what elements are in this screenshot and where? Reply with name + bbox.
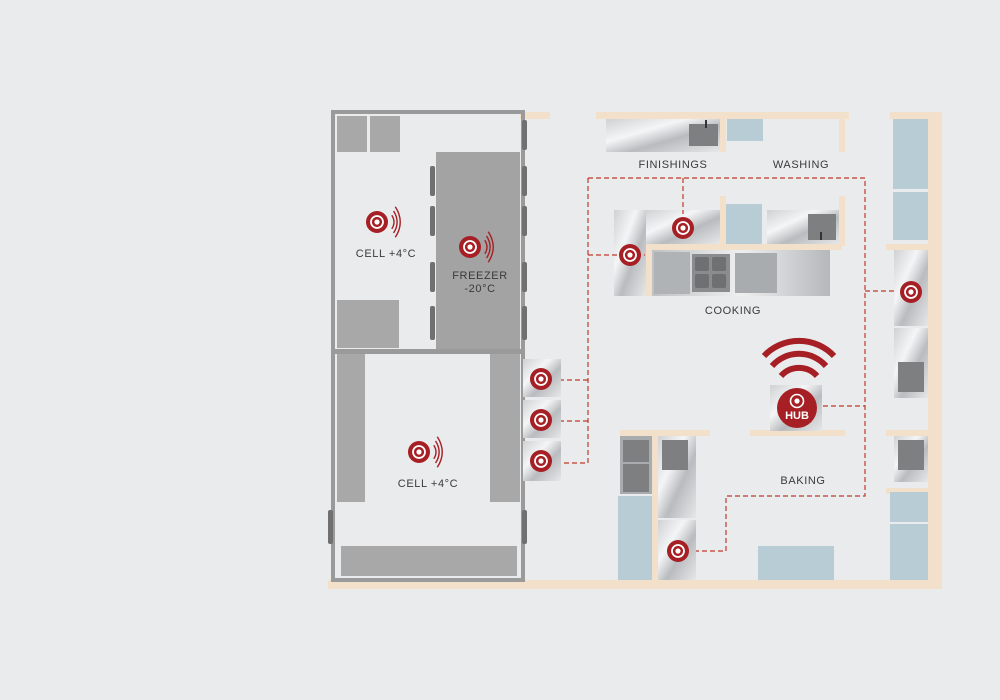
sensor-icon[interactable] xyxy=(900,281,922,303)
label-cooking: COOKING xyxy=(704,305,762,317)
sensor-icon[interactable] xyxy=(530,450,552,472)
cold-rooms xyxy=(328,110,527,582)
sensor-icon[interactable] xyxy=(459,236,481,258)
signal-waves-icon xyxy=(433,436,443,468)
sensor-icon[interactable] xyxy=(530,368,552,390)
sensor-network-lines xyxy=(561,177,896,552)
label-finishings: FINISHINGS xyxy=(638,159,708,171)
sensors xyxy=(366,206,922,562)
building-walls xyxy=(328,112,942,589)
label-cell-bottom: CELL +4°C xyxy=(397,478,459,490)
sensor-icon[interactable] xyxy=(530,409,552,431)
label-freezer-line2: -20°C xyxy=(464,283,496,295)
label-freezer-line1: FREEZER xyxy=(452,270,508,282)
wifi-icon xyxy=(761,337,837,379)
sensor-icon[interactable] xyxy=(619,244,641,266)
label-freezer: FREEZER -20°C xyxy=(452,270,508,296)
sensor-icon[interactable] xyxy=(366,211,388,233)
hub-device[interactable]: HUB xyxy=(777,388,817,428)
hub-label: HUB xyxy=(785,410,809,422)
label-baking: BAKING xyxy=(780,475,826,487)
sensor-icon[interactable] xyxy=(667,540,689,562)
sensor-icon[interactable] xyxy=(672,217,694,239)
signal-waves-icon xyxy=(391,206,401,238)
signal-waves-icon xyxy=(484,231,494,263)
sensor-icon[interactable] xyxy=(408,441,430,463)
label-cell-top: CELL +4°C xyxy=(355,248,417,260)
label-washing: WASHING xyxy=(772,159,830,171)
